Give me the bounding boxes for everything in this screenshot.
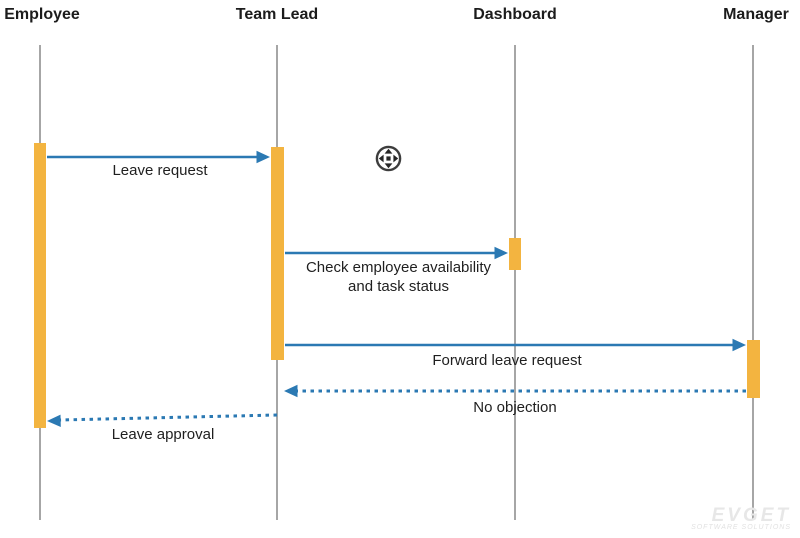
actor-label-manager: Manager — [723, 6, 789, 23]
message-label-leave-request: Leave request — [112, 162, 208, 179]
lifeline-dashboard — [514, 45, 516, 520]
activation-bar-team-lead[interactable] — [271, 147, 284, 360]
lifeline-manager — [752, 45, 754, 520]
message-label-forward-request: Forward leave request — [432, 352, 582, 369]
actor-label-team-lead: Team Lead — [235, 6, 319, 23]
actor-label-dashboard: Dashboard — [473, 6, 557, 23]
pan-move-icon[interactable] — [375, 145, 402, 172]
activation-bar-dashboard[interactable] — [509, 238, 521, 270]
message-label-leave-approval: Leave approval — [111, 426, 215, 443]
message-arrow-leave-approval[interactable] — [47, 413, 278, 427]
message-label-check-availability: Check employee availability and task sta… — [305, 259, 492, 295]
message-arrow-no-objection[interactable] — [284, 384, 746, 398]
actor-label-employee: Employee — [4, 6, 80, 23]
message-arrow-forward-leave-request[interactable] — [285, 338, 746, 352]
activation-bar-manager[interactable] — [747, 340, 760, 398]
activation-bar-employee[interactable] — [34, 143, 46, 428]
message-label-no-objection: No objection — [473, 399, 557, 416]
message-arrow-check-availability[interactable] — [285, 246, 508, 260]
message-arrow-leave-request[interactable] — [47, 150, 270, 164]
